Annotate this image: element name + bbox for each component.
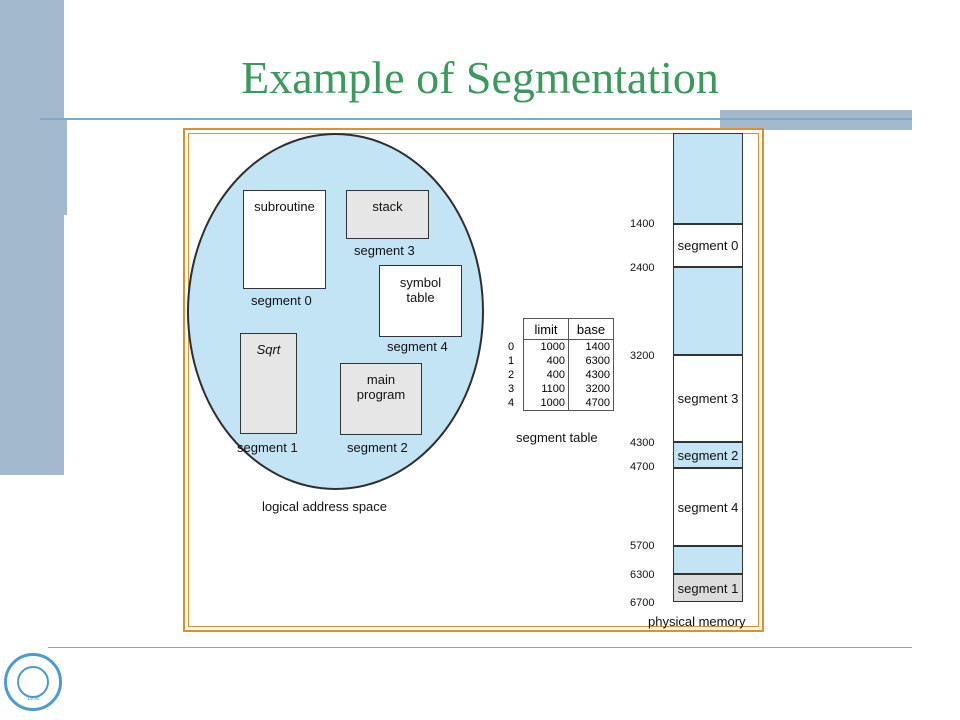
address-label: 6300 — [630, 569, 655, 581]
row-index: 1 — [508, 355, 515, 367]
segment-table-header: limit base — [505, 318, 614, 340]
slide-title: Example of Segmentation — [241, 52, 719, 103]
base-cell: 3200 — [568, 382, 614, 396]
base-header: base — [568, 318, 614, 340]
footer-rule — [48, 647, 912, 648]
limit-cell: 1100 — [523, 382, 569, 396]
stack-segment-caption: segment 3 — [354, 243, 415, 258]
university-logo: 1956 — [4, 653, 62, 711]
row-index: 4 — [508, 397, 515, 410]
main-program-segment: main program — [340, 363, 422, 435]
address-label: 1400 — [630, 218, 655, 230]
header-accent-bar — [720, 110, 912, 130]
row-index: 3 — [508, 383, 515, 395]
table-row: 2 400 4300 — [505, 368, 614, 382]
limit-cell: 400 — [523, 354, 569, 368]
base-cell: 4700 — [568, 396, 614, 411]
symbol-table-label-line2: table — [406, 290, 435, 305]
sqrt-label: Sqrt — [256, 342, 281, 357]
stack-segment: stack — [346, 190, 429, 239]
address-label: 4300 — [630, 437, 655, 449]
memory-block-label: segment 1 — [677, 580, 739, 596]
base-cell: 4300 — [568, 368, 614, 382]
base-cell: 6300 — [568, 354, 614, 368]
logo-year: 1956 — [26, 696, 40, 702]
memory-block-label: segment 4 — [677, 499, 739, 515]
sqrt-segment: Sqrt — [240, 333, 297, 434]
memory-block-segment-0: segment 0 — [673, 224, 743, 267]
memory-block-label: segment 2 — [677, 447, 739, 463]
table-row: 0 1000 1400 — [505, 339, 614, 354]
free-memory-block — [673, 133, 743, 224]
symbol-table-segment: symbol table — [379, 265, 462, 337]
subroutine-label: subroutine — [254, 199, 315, 214]
table-row: 4 1000 4700 — [505, 396, 614, 411]
segment-table-caption: segment table — [516, 430, 598, 445]
address-label: 5700 — [630, 540, 655, 552]
subroutine-segment: subroutine — [243, 190, 326, 289]
limit-header: limit — [523, 318, 569, 340]
figure-frame-inner — [188, 133, 759, 627]
memory-block-label: segment 3 — [677, 391, 739, 406]
row-index: 2 — [508, 369, 515, 381]
free-memory-block — [673, 546, 743, 574]
segment-table: limit base 0 1000 1400 1 400 6300 2 400 … — [505, 318, 614, 411]
table-row: 1 400 6300 — [505, 354, 614, 368]
subroutine-segment-caption: segment 0 — [251, 293, 312, 308]
sidebar-decoration — [0, 0, 64, 475]
symbol-table-label-line1: symbol — [399, 275, 442, 290]
memory-block-label: segment 0 — [677, 238, 739, 253]
limit-cell: 1000 — [523, 339, 569, 354]
address-label: 2400 — [630, 262, 655, 274]
row-index: 0 — [508, 340, 515, 353]
main-program-label-line2: program — [356, 387, 406, 402]
free-memory-block — [673, 267, 743, 355]
stack-label: stack — [372, 199, 403, 214]
base-cell: 1400 — [568, 339, 614, 354]
main-program-segment-caption: segment 2 — [347, 440, 408, 455]
table-row: 3 1100 3200 — [505, 382, 614, 396]
header-rule — [40, 118, 912, 120]
logical-address-space-caption: logical address space — [262, 499, 388, 514]
memory-block-segment-3: segment 3 — [673, 355, 743, 442]
address-label: 4700 — [630, 461, 655, 473]
memory-block-segment-4: segment 4 — [673, 468, 743, 546]
physical-memory-caption: physical memory — [648, 614, 746, 629]
sidebar-decoration-stub — [64, 120, 67, 215]
logo-emblem — [17, 666, 49, 698]
sqrt-segment-caption: segment 1 — [237, 440, 298, 455]
symbol-table-segment-caption: segment 4 — [387, 339, 448, 354]
memory-block-segment-2: segment 2 — [673, 442, 743, 468]
limit-cell: 400 — [523, 368, 569, 382]
address-label: 6700 — [630, 597, 655, 609]
address-label: 3200 — [630, 350, 655, 362]
memory-block-segment-1: segment 1 — [673, 574, 743, 602]
main-program-label-line1: main — [366, 372, 396, 387]
limit-cell: 1000 — [523, 396, 569, 411]
